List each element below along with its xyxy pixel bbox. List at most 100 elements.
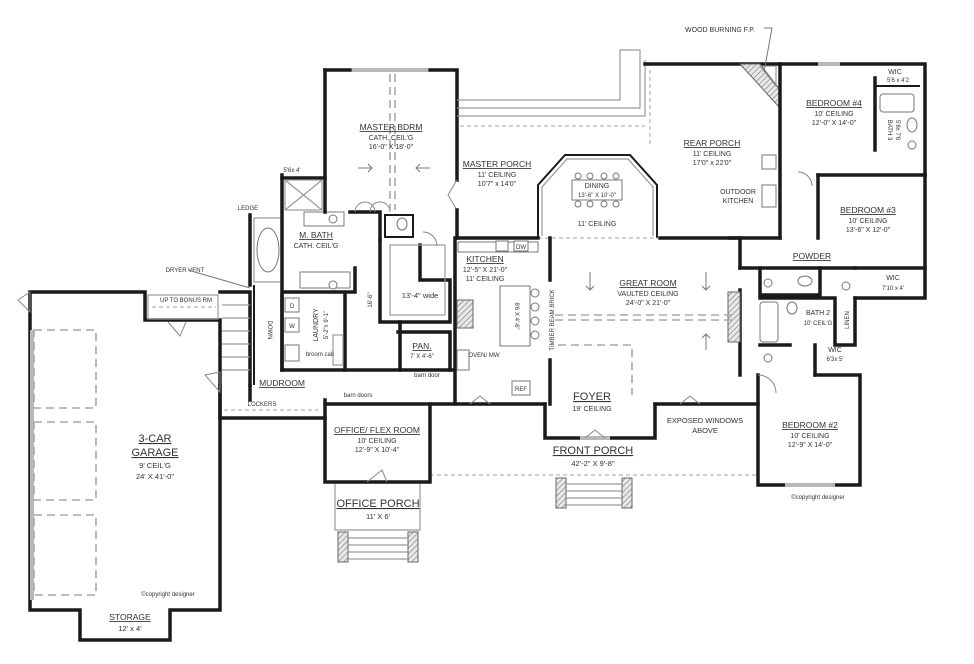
dryer-vent-label: DRYER VENT bbox=[166, 268, 205, 274]
bedroom2-size: 12'-9" X 14'-0" bbox=[788, 442, 833, 449]
dining-ceiling: 11' CEILING bbox=[578, 221, 617, 228]
wic-b2-title: WIC bbox=[828, 347, 842, 354]
bedroom3-title: BEDROOM #3 bbox=[840, 205, 896, 215]
dining: DINING 13'-6" X 10'-0" 11' CEILING bbox=[537, 154, 660, 239]
foyer-title: FOYER bbox=[573, 391, 611, 403]
bath3-title: BATH 3 bbox=[886, 120, 892, 141]
vanity bbox=[303, 211, 345, 227]
garage-bay-1 bbox=[33, 329, 97, 409]
garage: UP TO BONUS RM 3-CAR GARAGE 9' CEIL'G 24… bbox=[17, 290, 222, 642]
outdoor-kitchen-title: OUTDOOR bbox=[720, 189, 756, 196]
bathtub-icon bbox=[759, 301, 779, 343]
outdoor-kitchen-label: KITCHEN bbox=[723, 198, 754, 205]
rear-porch-size: 17'0" x 22'0" bbox=[693, 160, 732, 167]
mudroom-title: MUDROOM bbox=[259, 378, 305, 388]
bedroom3-ceiling: 10' CEILING bbox=[848, 218, 887, 225]
bathtub-icon bbox=[879, 93, 915, 113]
master-bath: LEDGE 5'6x 4' M. BATH CATH. CEIL'G bbox=[238, 168, 391, 294]
office-title: OFFICE/ FLEX ROOM bbox=[334, 425, 420, 435]
powder-title: POWDER bbox=[793, 251, 831, 261]
m-bath-ceiling: CATH. CEIL'G bbox=[294, 243, 339, 250]
vault-arrow-icon bbox=[415, 163, 430, 173]
vault-arrow-icon bbox=[358, 163, 373, 173]
oven-mw-label: OVEN/ MW bbox=[469, 353, 500, 359]
pantry-size: 7' X 4'-6" bbox=[410, 354, 434, 360]
bedroom3-size: 13'-6" X 12'-0" bbox=[846, 227, 891, 234]
office-porch-steps bbox=[337, 531, 419, 563]
bedroom-2: BEDROOM #2 10' CEILING 12'-9" X 14'-0" ©… bbox=[756, 373, 862, 501]
wic-b4-size: 5'6 x 4'2 bbox=[887, 78, 910, 84]
m-bath-title: M. BATH bbox=[299, 230, 333, 240]
storage-title: STORAGE bbox=[109, 612, 151, 622]
master-hall: 13'-4" wide 16'-6" bbox=[368, 214, 452, 372]
hall-width-label: 13'-4" wide bbox=[402, 291, 439, 300]
office-size: 12'-9" X 10'-4" bbox=[355, 447, 400, 454]
storage-size: 12' x 4' bbox=[118, 624, 142, 633]
hall-length-label: 16'-6" bbox=[368, 292, 374, 307]
svg-text:W: W bbox=[289, 324, 295, 330]
barn-door-label: barn door bbox=[414, 373, 440, 379]
laundry: D W LAUNDRY 5'-2"x 9'-1" broom cab bbox=[280, 291, 347, 372]
shower bbox=[284, 179, 323, 211]
wood-burning-fp-label: WOOD BURNING F.P. bbox=[685, 27, 755, 34]
ledge-label: LEDGE bbox=[238, 206, 258, 212]
bedroom-3: BEDROOM #3 10' CEILING 13'-6" X 12'-0" W… bbox=[816, 173, 927, 300]
vault-arrow-icon bbox=[585, 272, 595, 291]
master-bedroom: MASTER BDRM CATH. CEIL'G 16'-0" X 18'-0" bbox=[323, 68, 459, 214]
bedroom2-title: BEDROOM #2 bbox=[782, 420, 838, 430]
pantry: PAN. 7' X 4'-6" barn door bbox=[396, 330, 452, 379]
wic-b4-title: WIC bbox=[888, 69, 902, 76]
garage-title-2: GARAGE bbox=[131, 447, 178, 459]
master-bdrm-size: 16'-0" X 18'-0" bbox=[369, 144, 414, 151]
great-room-size: 24'-0" X 21'-0" bbox=[626, 300, 671, 307]
up-to-bonus-label: UP TO BONUS RM bbox=[160, 298, 212, 304]
wic-b2-size: 6'3x 5' bbox=[827, 357, 844, 363]
broom-cab-label: broom cab bbox=[306, 352, 335, 358]
office-porch: OFFICE PORCH 11' X 6' bbox=[334, 484, 421, 563]
svg-text:D: D bbox=[290, 304, 295, 310]
bedroom4-title: BEDROOM #4 bbox=[806, 98, 862, 108]
linen-label: LINEN bbox=[845, 311, 851, 329]
great-room: GREAT ROOM VAULTED CEILING 24'-0" X 21'-… bbox=[469, 236, 760, 435]
foyer: FOYER 19' CEILING bbox=[543, 344, 657, 440]
master-porch: MASTER PORCH 11' CEILING 10'7" x 14'0" bbox=[455, 49, 646, 240]
kitchen-ceiling: 11' CEILING bbox=[466, 276, 505, 283]
foyer-ceiling: 19' CEILING bbox=[572, 406, 611, 413]
laundry-title: LAUNDRY bbox=[313, 308, 320, 342]
laundry-size: 5'-2"x 9'-1" bbox=[324, 311, 330, 340]
kitchen-title: KITCHEN bbox=[466, 254, 503, 264]
front-porch: FRONT PORCH 42'-2" X 9'-8" bbox=[430, 445, 758, 509]
dining-table bbox=[571, 179, 623, 201]
island-size-label: 8'6 X 4'-6" bbox=[513, 302, 519, 329]
timber-beam-label: TIMBER BEAM BRICK bbox=[550, 289, 556, 350]
kitchen-size: 12'-5" X 21'-0" bbox=[463, 267, 508, 274]
rear-porch: WOOD BURNING F.P. REAR PORCH 11' CEILING… bbox=[643, 27, 782, 240]
office-ceiling: 10' CEILING bbox=[357, 438, 396, 445]
dishwasher-label: DW bbox=[516, 245, 526, 251]
rear-porch-ceiling: 11' CEILING bbox=[693, 151, 732, 158]
bath2-title: BATH 2 bbox=[806, 310, 830, 317]
vault-arrow-icon bbox=[701, 272, 711, 291]
office-flex-room: OFFICE/ FLEX ROOM 10' CEILING 12'-9" X 1… bbox=[323, 402, 432, 484]
pantry-title: PAN. bbox=[412, 341, 431, 351]
lockers-label: LOCKERS bbox=[248, 402, 277, 408]
vault-arrow-icon bbox=[701, 333, 711, 350]
office-porch-size: 11' X 6' bbox=[366, 512, 391, 521]
bath-2: POWDER BATH 2 10' CEIL'G LINEN WIC 6'3x … bbox=[738, 251, 857, 377]
toilet-icon bbox=[396, 217, 408, 231]
great-room-fireplace bbox=[727, 291, 741, 343]
kitchen-island bbox=[499, 285, 531, 347]
stair-to-bonus: UP TO BONUS RM bbox=[147, 294, 219, 320]
master-bdrm-ceiling: CATH. CEIL'G bbox=[369, 135, 414, 142]
front-porch-title: FRONT PORCH bbox=[553, 445, 634, 457]
bedroom-4: WIC 5'6 x 4'2 BATH 3 5'8x 7'6 BEDROOM #4… bbox=[778, 62, 927, 240]
down-label: DOWN bbox=[266, 321, 272, 340]
front-porch-steps bbox=[555, 477, 633, 509]
fireplace bbox=[738, 63, 781, 110]
stair-down: DOWN DRYER VENT bbox=[166, 268, 284, 387]
garage-size: 24' X 41'-0" bbox=[136, 472, 174, 481]
wic-b3-title: WIC bbox=[886, 275, 900, 282]
master-porch-size: 10'7" x 14'0" bbox=[478, 181, 517, 188]
dining-size: 13'-6" X 10'-0" bbox=[578, 193, 616, 199]
